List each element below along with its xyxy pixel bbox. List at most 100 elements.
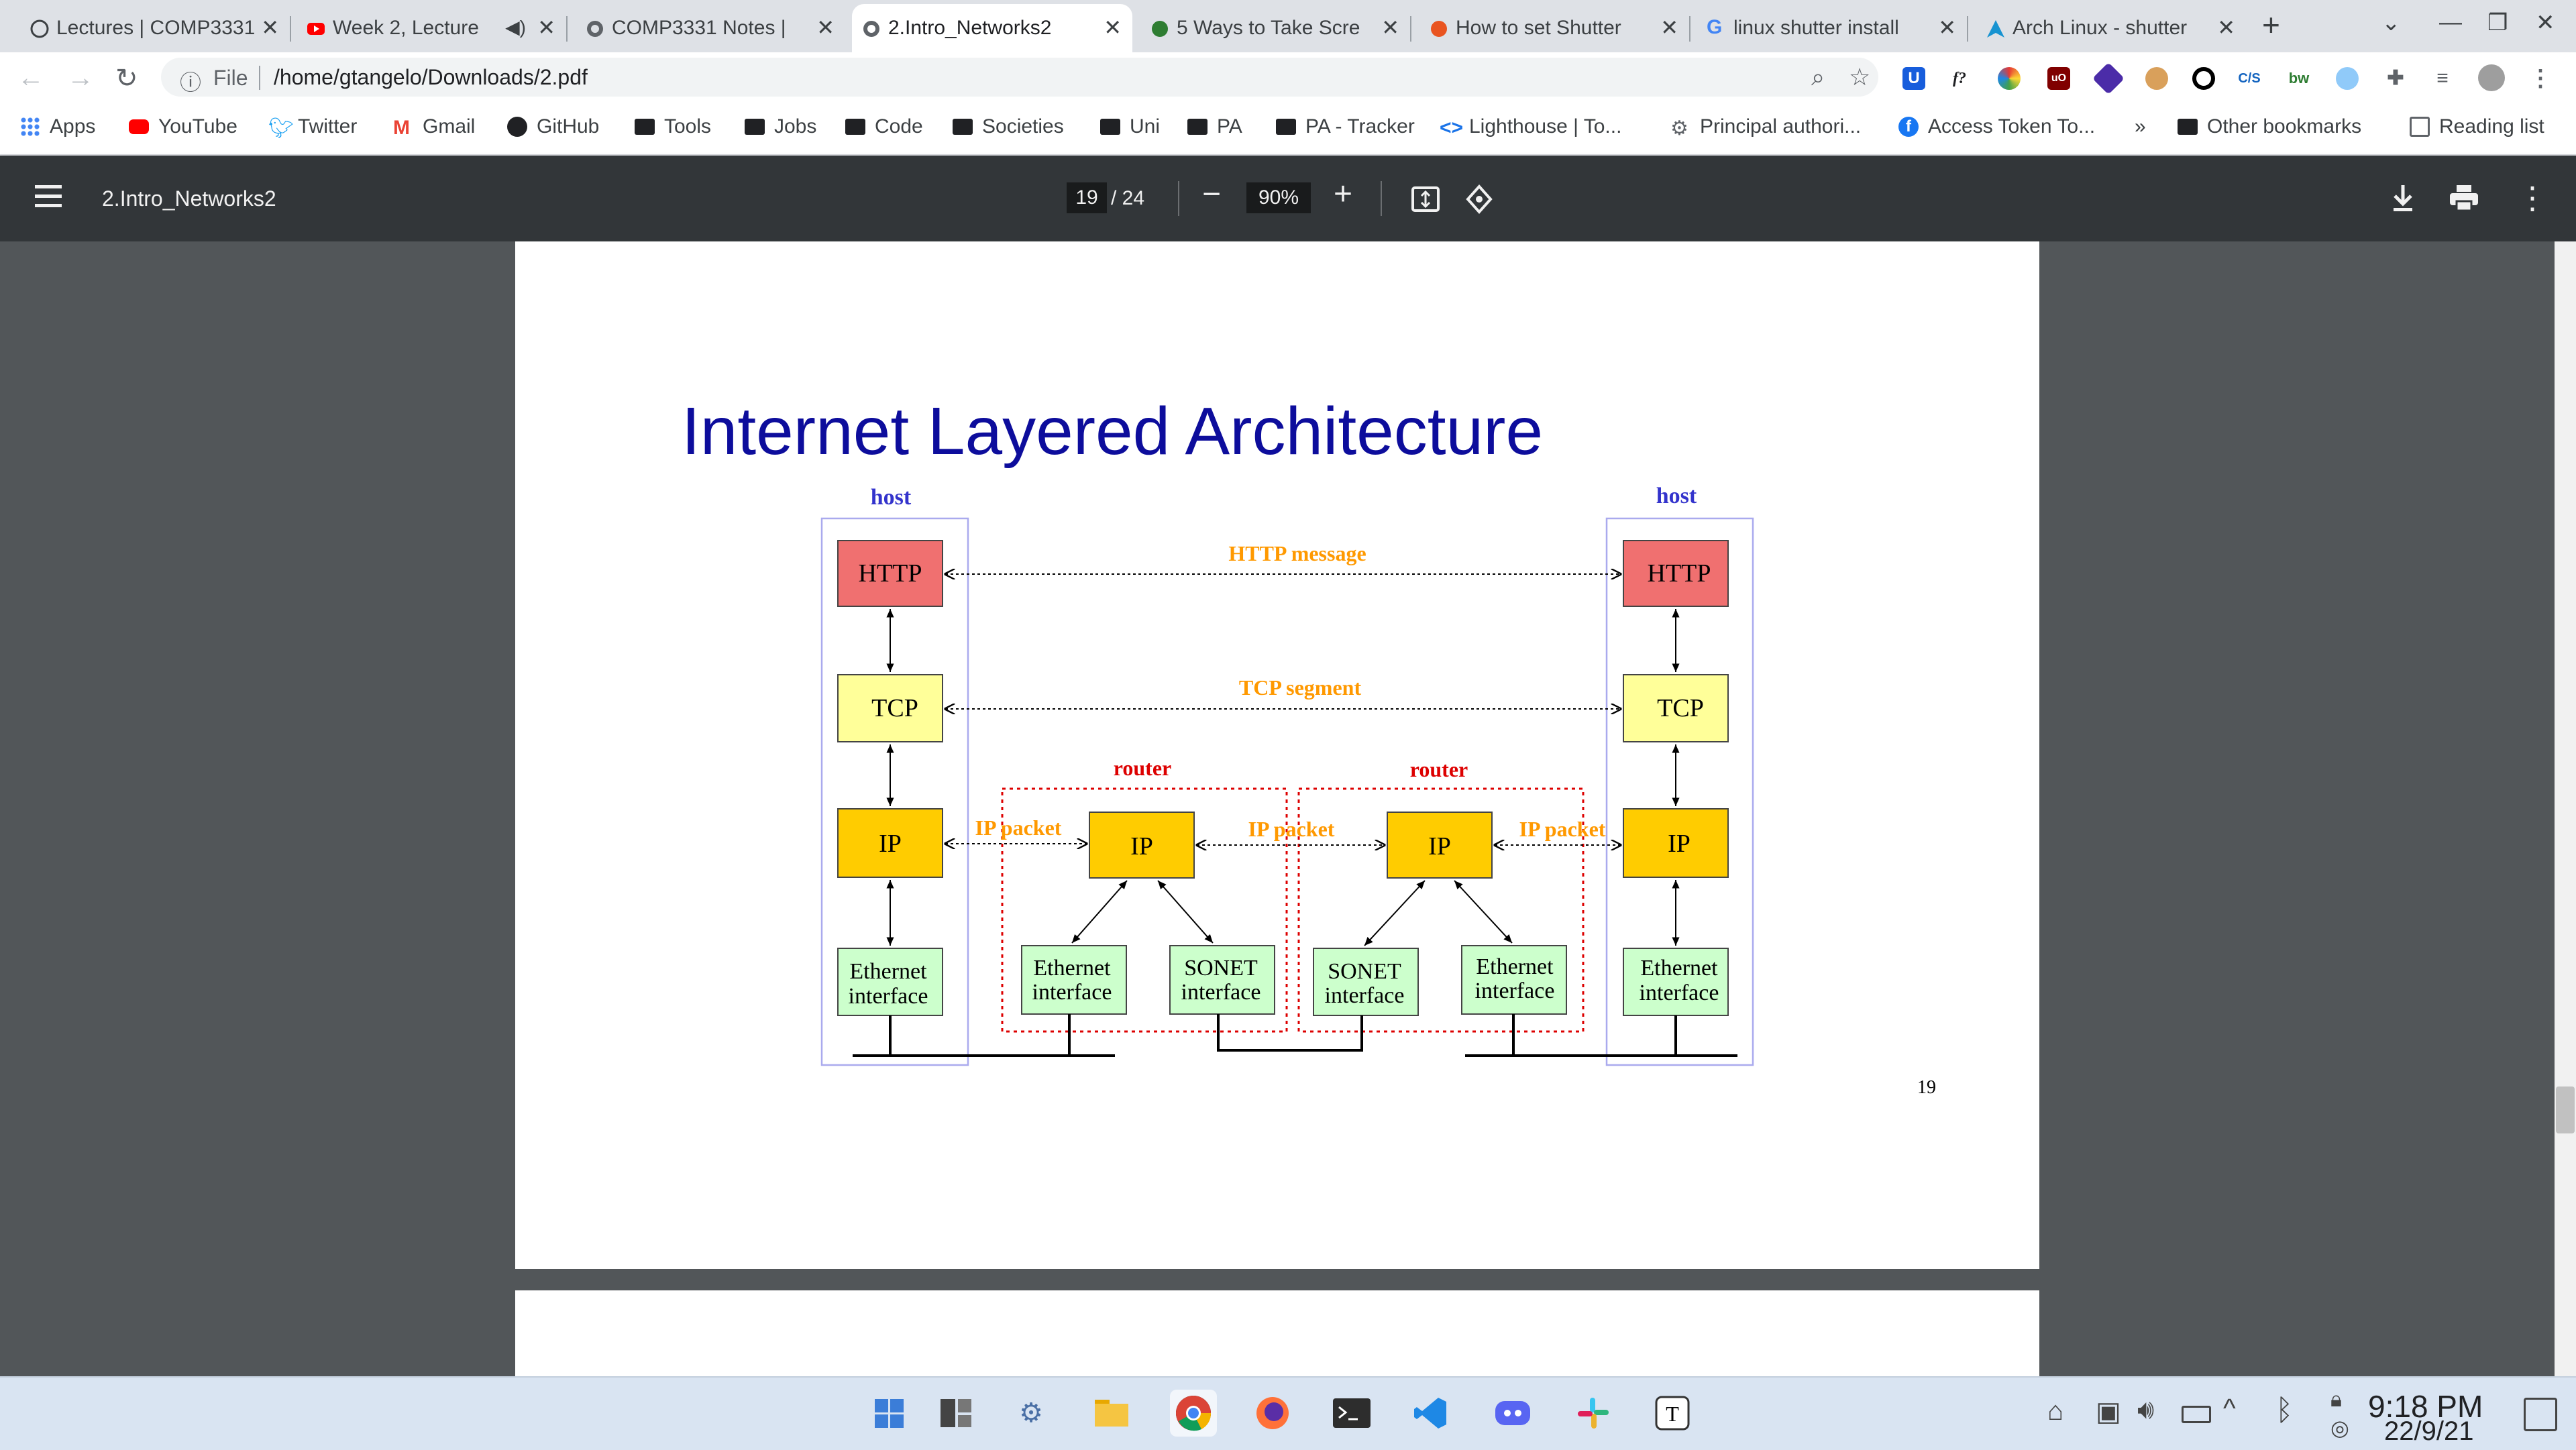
close-icon[interactable]: ✕ [1660, 15, 1678, 40]
tray-gamepad-icon[interactable]: ⌂ [2047, 1396, 2064, 1426]
bookmark-youtube[interactable]: YouTube [129, 115, 237, 138]
slack-icon[interactable] [1570, 1390, 1617, 1437]
minimize-button[interactable]: — [2439, 9, 2462, 35]
close-icon[interactable]: ✕ [1381, 15, 1399, 40]
restore-button[interactable]: ❐ [2487, 10, 2508, 36]
new-tab-button[interactable]: + [2262, 7, 2280, 42]
css-extension-icon[interactable]: C/S [2238, 71, 2261, 86]
tab-search-icon[interactable]: ⌄ [2381, 10, 2401, 36]
terminal-icon[interactable] [1328, 1390, 1375, 1437]
url-text[interactable]: /home/gtangelo/Downloads/2.pdf [274, 65, 588, 89]
bookmark-gmail[interactable]: M Gmail [393, 115, 476, 139]
zoom-input[interactable]: 90% [1246, 182, 1311, 213]
page-number-input[interactable]: 19 [1067, 182, 1107, 213]
battery-icon[interactable] [2182, 1406, 2211, 1423]
file-explorer-icon[interactable] [1088, 1390, 1135, 1437]
bookmark-tools[interactable]: Tools [635, 115, 711, 138]
close-icon[interactable]: ✕ [2217, 15, 2235, 40]
color-picker-icon[interactable] [1998, 67, 2021, 90]
more-options-icon[interactable]: ⋮ [2517, 180, 2548, 215]
close-icon[interactable]: ✕ [1104, 15, 1122, 40]
bookmark-jobs[interactable]: Jobs [745, 115, 816, 138]
close-icon[interactable]: ✕ [261, 15, 279, 40]
lock-icon[interactable]: 🔒︎ [2330, 1387, 2343, 1411]
whatfont-icon[interactable]: f? [1953, 70, 1966, 87]
task-view-icon[interactable] [932, 1390, 979, 1437]
firefox-icon[interactable] [1249, 1390, 1296, 1437]
vscode-icon[interactable] [1407, 1390, 1454, 1437]
bookmark-uni[interactable]: Uni [1100, 115, 1160, 138]
chrome-icon[interactable] [1170, 1390, 1217, 1437]
tab-intro-networks[interactable]: 2.Intro_Networks2 ✕ [852, 4, 1132, 52]
bookmark-principal[interactable]: ⚙ Principal authori... [1670, 115, 1862, 140]
menu-icon[interactable] [35, 185, 62, 213]
close-icon[interactable]: ✕ [537, 15, 555, 40]
tab-notes[interactable]: COMP3331 Notes | ✕ [576, 4, 845, 52]
ublock-icon[interactable]: uO [2047, 67, 2070, 90]
close-icon[interactable]: ✕ [816, 15, 835, 40]
rotate-icon[interactable] [1464, 184, 1495, 215]
scrollbar-track[interactable] [2555, 241, 2576, 1376]
avatar[interactable] [2478, 64, 2505, 91]
media-control-icon[interactable]: ≡ [2436, 67, 2449, 89]
tab-lectures[interactable]: Lectures | COMP3331 ✕ [20, 4, 291, 52]
tab-5-ways[interactable]: 5 Ways to Take Scre ✕ [1140, 4, 1411, 52]
settings-gear-icon[interactable]: ⚙ [1019, 1398, 1043, 1428]
reload-button[interactable]: ↻ [115, 64, 138, 93]
close-window-button[interactable]: ✕ [2536, 10, 2555, 36]
scrollbar-thumb[interactable] [2556, 1086, 2575, 1133]
download-icon[interactable] [2390, 182, 2416, 213]
extensions-puzzle-icon[interactable]: ✚ [2387, 67, 2404, 89]
fit-page-icon[interactable] [1410, 184, 1441, 215]
bitwarden-icon[interactable]: U [1902, 67, 1925, 90]
chevron-up-icon[interactable]: ^ [2223, 1394, 2236, 1423]
extension-purple-icon[interactable] [2092, 62, 2125, 95]
chrome-menu-icon[interactable]: ⋮ [2529, 66, 2552, 91]
bookmarks-overflow-button[interactable]: » [2135, 115, 2146, 137]
notifications-icon[interactable] [2524, 1398, 2557, 1431]
bookmark-societies[interactable]: Societies [953, 115, 1064, 138]
http-label: HTTP [859, 559, 922, 588]
speaker-icon[interactable]: ◀) [505, 17, 526, 38]
tab-shutter-ask[interactable]: How to set Shutter ✕ [1419, 4, 1690, 52]
bookmark-lighthouse[interactable]: <> Lighthouse | To... [1440, 115, 1622, 139]
network-icon[interactable]: ◎ [2330, 1416, 2349, 1440]
zoom-out-button[interactable]: − [1202, 176, 1222, 212]
bookmark-star-icon[interactable]: ☆ [1849, 63, 1871, 91]
tab-google-search[interactable]: G linux shutter install ✕ [1697, 4, 1968, 52]
bookmark-github[interactable]: GitHub [507, 115, 599, 138]
typora-icon[interactable]: T [1649, 1390, 1696, 1437]
info-icon[interactable]: ⓘ [180, 70, 202, 95]
circle-extension-icon[interactable] [2192, 67, 2215, 90]
discord-icon[interactable] [1489, 1390, 1536, 1437]
mascot-extension-icon[interactable] [2336, 67, 2359, 90]
reading-list-button[interactable]: Reading list [2410, 115, 2544, 138]
cookie-icon[interactable] [2145, 67, 2168, 90]
bookmark-code[interactable]: Code [845, 115, 923, 138]
volume-icon[interactable]: 🔊︎ [2137, 1395, 2155, 1425]
tab-week2[interactable]: Week 2, Lecture ◀) ✕ [297, 4, 568, 52]
clock-time[interactable]: 9:18 PM [2368, 1389, 2483, 1424]
zoom-icon[interactable]: ⌕ [1811, 63, 1825, 91]
print-icon[interactable] [2449, 184, 2479, 212]
tray-window-icon[interactable]: ▣ [2096, 1397, 2121, 1427]
bookmark-apps[interactable]: Apps [20, 115, 95, 138]
bookmark-access-token[interactable]: f Access Token To... [1898, 115, 2095, 138]
clock-date[interactable]: 22/9/21 [2384, 1416, 2474, 1446]
interface-label: interface [1181, 980, 1261, 1005]
zoom-in-button[interactable]: + [1334, 176, 1353, 212]
tab-arch-linux[interactable]: Arch Linux - shutter ✕ [1976, 4, 2246, 52]
close-icon[interactable]: ✕ [1938, 15, 1956, 40]
bw-extension-icon[interactable]: bw [2288, 70, 2310, 87]
start-menu-icon[interactable] [865, 1390, 912, 1437]
bookmark-pa-tracker[interactable]: PA - Tracker [1276, 115, 1415, 138]
forward-button[interactable]: → [67, 63, 94, 93]
bookmark-twitter[interactable]: 🐦︎ Twitter [268, 115, 358, 140]
address-bar[interactable]: ⓘ File /home/gtangelo/Downloads/2.pdf ⌕ … [161, 58, 1878, 97]
bookmark-other[interactable]: Other bookmarks [2178, 115, 2361, 138]
back-button[interactable]: ← [17, 63, 44, 93]
ethernet-label: Ethernet [1033, 956, 1111, 981]
bookmark-pa[interactable]: PA [1187, 115, 1242, 138]
pdf-viewer[interactable]: Internet Layered Architecture host host … [0, 241, 2576, 1425]
bluetooth-icon[interactable]: ᛒ [2275, 1394, 2294, 1427]
